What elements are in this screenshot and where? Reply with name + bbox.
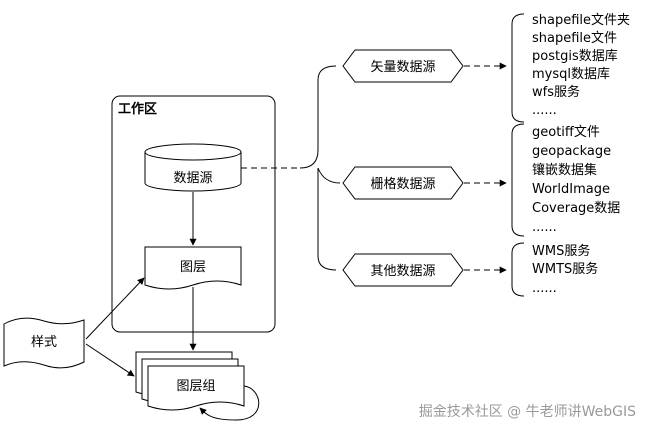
vector-items-brace: [511, 13, 525, 123]
category-other-label: 其他数据源: [370, 264, 435, 279]
vector-items-list: shapefile文件夹 shapefile文件 postgis数据库 mysq…: [532, 13, 630, 118]
list-item: geopackage: [532, 144, 611, 159]
category-vector: 矢量数据源: [342, 49, 464, 83]
layergroup-self-loop: [199, 385, 260, 421]
list-item: geotiff文件: [532, 125, 600, 140]
list-item: WMTS服务: [532, 261, 598, 277]
raster-items-brace: [511, 123, 525, 237]
style-label: 样式: [31, 335, 57, 350]
category-vector-label: 矢量数据源: [370, 60, 435, 75]
list-item: ......: [532, 281, 557, 296]
arrow-style-to-layergroup: [85, 343, 135, 377]
list-item: ......: [532, 103, 557, 118]
list-item: shapefile文件夹: [532, 13, 630, 28]
list-item: postgis数据库: [532, 48, 618, 64]
watermark: 掘金技术社区 @ 牛老师讲WebGIS: [419, 404, 636, 420]
workspace-title: 工作区: [118, 101, 157, 117]
layer-label: 图层: [180, 260, 206, 275]
datasource-label: 数据源: [173, 171, 212, 186]
list-item: mysql数据库: [532, 66, 610, 82]
list-item: WorldImage: [532, 182, 610, 197]
list-item: wfs服务: [532, 84, 580, 100]
list-item: Coverage数据: [532, 201, 620, 216]
list-item: shapefile文件: [532, 31, 617, 46]
raster-items-list: geotiff文件 geopackage 镶嵌数据集 WorldImage Co…: [532, 125, 620, 235]
style-shape: 样式: [3, 317, 85, 369]
categories-bracket: [299, 65, 341, 271]
other-items-list: WMS服务 WMTS服务 ......: [532, 243, 598, 296]
category-raster: 栅格数据源: [342, 166, 464, 200]
category-other: 其他数据源: [342, 253, 464, 287]
list-item: WMS服务: [532, 243, 590, 259]
list-item: 镶嵌数据集: [532, 162, 597, 178]
arrow-style-to-layer: [85, 277, 145, 340]
datasource-cylinder: 数据源: [144, 143, 242, 192]
layer-shape: 图层: [144, 246, 242, 290]
other-items-brace: [511, 242, 525, 297]
list-item: ......: [532, 220, 557, 235]
layergroup-label: 图层组: [176, 379, 215, 394]
category-raster-label: 栅格数据源: [370, 176, 435, 192]
layergroup-shape: 图层组: [135, 351, 245, 411]
